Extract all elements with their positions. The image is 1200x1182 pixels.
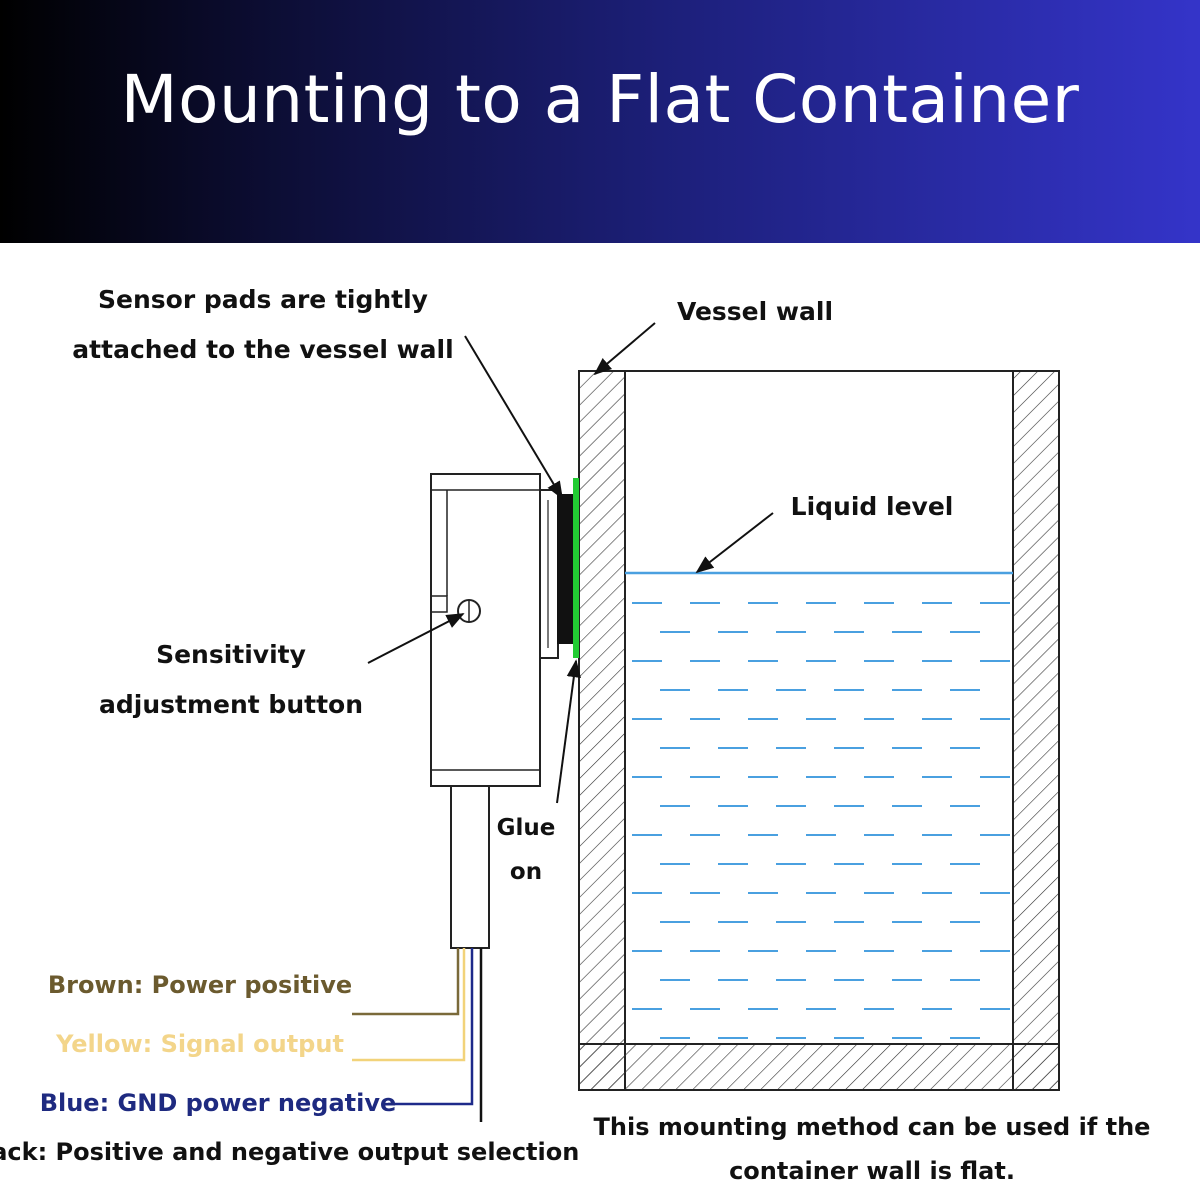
container — [578, 370, 1060, 1091]
page-title: Mounting to a Flat Container — [120, 61, 1080, 138]
glue-label-line1: Glue — [497, 815, 556, 841]
sensor-pads-label-line2: attached to the vessel wall — [72, 335, 453, 364]
container-bottom-wall — [578, 1043, 1060, 1091]
liquid-level-arrow — [695, 512, 774, 574]
sensor-pads-label-line1: Sensor pads are tightly — [98, 285, 428, 314]
sensor-pads-arrow — [464, 335, 563, 500]
yellow-wire-label: Yellow: Signal output — [55, 1030, 344, 1058]
wires — [352, 948, 483, 1122]
liquid — [625, 571, 1013, 1039]
sensor-housing — [430, 473, 541, 787]
glue-arrow — [556, 659, 581, 804]
mounting-diagram: Sensor pads are tightly attached to the … — [0, 285, 1151, 1182]
sensitivity-label-line2: adjustment button — [99, 690, 363, 719]
container-right-wall — [1012, 370, 1060, 1091]
header-banner: Mounting to a Flat Container — [0, 0, 1200, 243]
glue-label-line2: on — [510, 859, 542, 885]
leader-arrows — [367, 322, 774, 804]
yellow-wire — [352, 948, 466, 1062]
liquid-level-label: Liquid level — [791, 492, 954, 521]
vessel-wall-arrow — [593, 322, 656, 376]
blue-wire — [388, 948, 474, 1106]
brown-wire-label: Brown: Power positive — [48, 971, 352, 999]
sensor-pad-backing — [557, 494, 573, 644]
brown-wire — [352, 948, 460, 1016]
container-left-wall — [578, 370, 626, 1091]
vessel-wall-label: Vessel wall — [677, 297, 833, 326]
sensor-flange — [539, 489, 559, 659]
sensor-cable-sleeve — [450, 785, 490, 949]
sensor-pad — [573, 478, 579, 658]
black-wire-label: Black: Positive and negative output sele… — [0, 1138, 579, 1166]
blue-wire-label: Blue: GND power negative — [40, 1089, 397, 1117]
note-line1: This mounting method can be used if the — [594, 1113, 1151, 1141]
sensor — [430, 473, 579, 949]
note-line2: container wall is flat. — [729, 1157, 1015, 1182]
container-interior — [624, 370, 1014, 1045]
sensitivity-label-line1: Sensitivity — [156, 640, 306, 669]
sensitivity-arrow — [367, 613, 465, 664]
